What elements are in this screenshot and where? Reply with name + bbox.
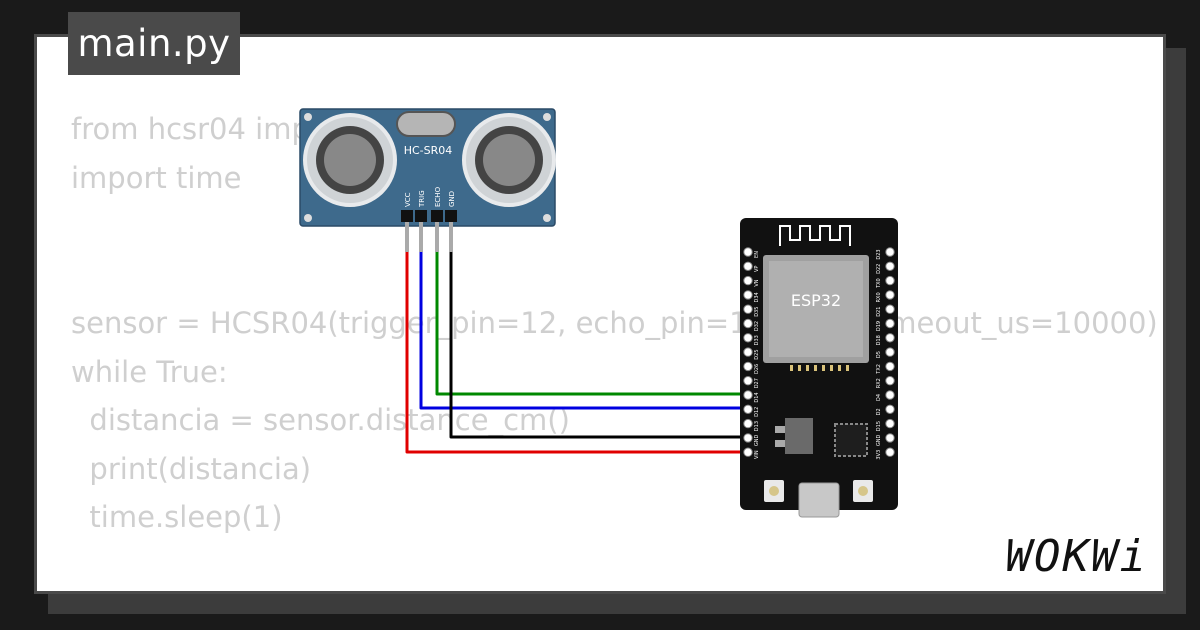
pin-label: D15 (876, 421, 882, 431)
pin-label: D12 (754, 407, 760, 417)
pin-label: RX0 (876, 292, 882, 302)
file-tab[interactable]: main.py (68, 12, 240, 75)
wire-echo-d27[interactable] (435, 240, 748, 396)
pin-label: D26 (754, 364, 760, 374)
pin-d2[interactable] (885, 404, 895, 414)
pin-en[interactable] (743, 247, 753, 257)
pin-label: D34 (754, 292, 760, 302)
voltage-regulator (785, 418, 813, 454)
chip-label: ESP32 (791, 291, 841, 310)
pin-label: D32 (754, 321, 760, 331)
pin-rx0[interactable] (885, 290, 895, 300)
pin-gnd[interactable] (885, 433, 895, 443)
pin-d32[interactable] (743, 318, 753, 329)
pin-label: D23 (876, 249, 882, 259)
pin-label: RX2 (876, 378, 882, 388)
pin-d22[interactable] (885, 261, 895, 271)
pin-d23[interactable] (885, 247, 895, 257)
hcsr04-sensor[interactable]: HC-SR04 VCC TRIG ECHO GND (299, 108, 556, 252)
wire-trig-d12[interactable] (419, 240, 748, 410)
sensor-pin-labels: VCC TRIG ECHO GND (404, 186, 456, 208)
code-line: print(distancia) (71, 451, 312, 486)
code-line: import time (71, 160, 242, 195)
pin-label-vcc: VCC (404, 192, 412, 207)
pin-label: D25 (754, 349, 760, 359)
pin-d15[interactable] (885, 418, 895, 429)
pin-label: D19 (876, 321, 882, 331)
pin-label: D33 (754, 335, 760, 345)
pin-d35[interactable] (743, 304, 753, 314)
esp32-board[interactable]: ESP32 ENVPVND34D35D32D33D25D26D27D14D12D… (740, 218, 898, 518)
pin-label: 3V3 (876, 450, 882, 460)
pin-d26[interactable] (743, 361, 753, 372)
pin-gnd[interactable] (743, 433, 753, 443)
sensor-model-label: HC-SR04 (404, 144, 453, 157)
wire-vcc-vin[interactable] (405, 240, 748, 454)
pin-label-gnd: GND (448, 191, 456, 207)
sensor-header-pins[interactable] (401, 210, 457, 252)
pin-d13[interactable] (743, 418, 753, 429)
pin-label: EN (754, 251, 760, 258)
pin-d4[interactable] (885, 390, 895, 400)
pin-vn[interactable] (743, 275, 753, 286)
wires (405, 240, 748, 454)
pin-rx2[interactable] (885, 376, 895, 386)
usb-port[interactable] (798, 482, 840, 518)
wire-gnd-gnd[interactable] (449, 240, 748, 439)
transducer-left (303, 113, 397, 207)
code-line: while True: (71, 354, 228, 389)
pin-label: VP (754, 266, 760, 272)
pin-vin[interactable] (743, 447, 753, 457)
pin-label: D18 (876, 335, 882, 345)
pin-d34[interactable] (743, 290, 753, 300)
pin-label-echo: ECHO (434, 186, 442, 207)
pin-tx2[interactable] (885, 361, 895, 372)
pin-label: D27 (754, 378, 760, 388)
transducer-right (462, 113, 556, 207)
pin-label: D22 (876, 264, 882, 274)
pin-3v3[interactable] (885, 447, 895, 457)
usb-uart-chip (834, 423, 868, 457)
pin-label: TX0 (876, 278, 882, 289)
code-line: time.sleep(1) (71, 500, 283, 534)
pin-tx0[interactable] (885, 275, 895, 286)
pin-label: D21 (876, 307, 882, 317)
pin-d19[interactable] (885, 318, 895, 329)
pin-d27[interactable] (743, 376, 753, 386)
pin-label: D35 (754, 307, 760, 317)
pin-label: VN (754, 279, 760, 286)
file-tab-label: main.py (77, 22, 231, 65)
pin-label: TX2 (876, 364, 882, 375)
module-pads (790, 365, 849, 371)
pin-label: VIN (754, 450, 760, 459)
pin-label: D4 (876, 394, 882, 401)
pin-vp[interactable] (743, 261, 753, 271)
pin-label: D5 (876, 351, 882, 358)
pin-label: D13 (754, 421, 760, 431)
pin-label: D2 (876, 408, 882, 415)
pin-d14[interactable] (743, 390, 753, 400)
pin-d21[interactable] (885, 304, 895, 314)
pin-label-trig: TRIG (418, 190, 426, 208)
pin-label: GND (754, 435, 760, 447)
pin-d33[interactable] (743, 333, 753, 343)
wokwi-logo: WOKWi (1005, 531, 1148, 582)
pin-label: GND (876, 435, 882, 447)
pin-d12[interactable] (743, 404, 753, 414)
pin-d25[interactable] (743, 347, 753, 357)
pin-d5[interactable] (885, 347, 895, 357)
wifi-antenna (779, 225, 851, 246)
pin-d18[interactable] (885, 333, 895, 343)
pin-label: D14 (754, 392, 760, 402)
